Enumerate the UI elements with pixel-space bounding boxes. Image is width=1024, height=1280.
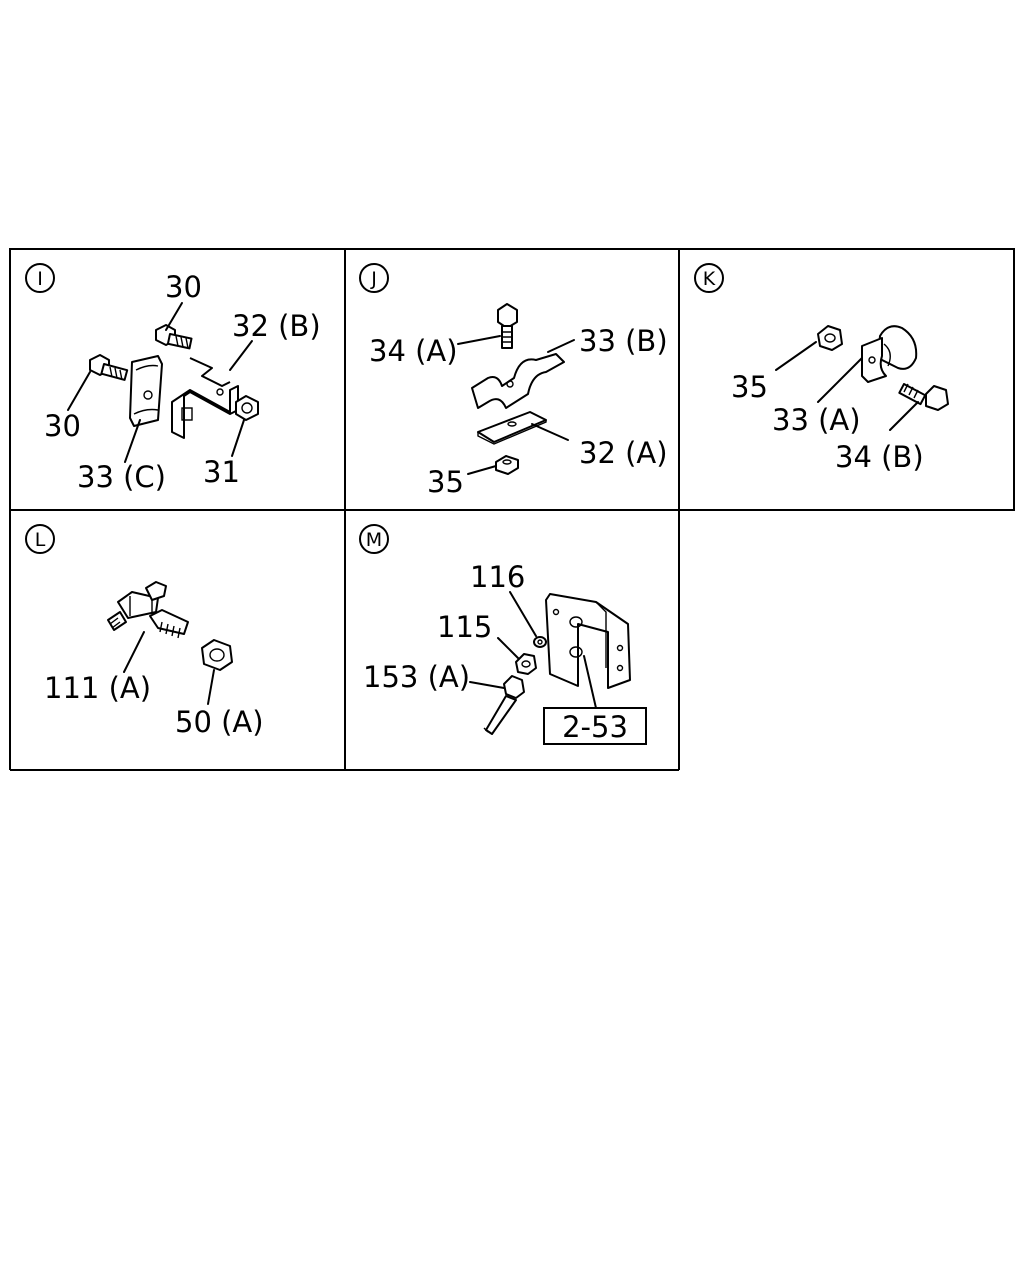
plate-icon [477, 411, 547, 445]
label-bolt-30-left: 30 [44, 409, 81, 443]
reference-2-53[interactable]: 2-53 [562, 710, 628, 744]
clip-icon [471, 353, 565, 409]
panel-k-marker: K [703, 268, 716, 290]
clip-icon [861, 325, 918, 383]
label-bracket-32b: 32 (B) [232, 309, 321, 343]
nut-icon [817, 325, 843, 351]
diagram-grid [9, 248, 1015, 771]
panel-k: K 35 33 (A) 34 (B) [694, 263, 949, 474]
nut-icon [235, 395, 259, 421]
bolt-icon [898, 383, 949, 411]
label-bolt-34a: 34 (A) [369, 334, 458, 368]
connector-icon [107, 581, 189, 639]
label-nut-35-j: 35 [427, 465, 464, 499]
bolt-icon [483, 675, 525, 735]
label-nut-115: 115 [437, 610, 492, 644]
label-nut-31: 31 [203, 455, 240, 489]
bracket-icon [545, 593, 631, 689]
label-bolt-34b: 34 (B) [835, 440, 924, 474]
label-plate-32a: 32 (A) [579, 436, 668, 470]
nut-icon [201, 639, 233, 671]
label-bolt-153a: 153 (A) [363, 660, 470, 694]
bolt-icon [155, 324, 193, 350]
panel-i: I [25, 263, 321, 494]
label-washer-116: 116 [470, 560, 525, 594]
label-clip-33a: 33 (A) [772, 403, 861, 437]
panel-l-marker: L [35, 529, 46, 551]
bolt-icon [497, 303, 518, 349]
label-nut-50a: 50 (A) [175, 705, 264, 739]
panel-l: L 111 (A) 50 (A) [25, 524, 264, 739]
panel-i-marker: I [37, 268, 43, 290]
bracket-icon [171, 357, 239, 439]
label-clip-33b: 33 (B) [579, 324, 668, 358]
nut-icon [495, 455, 519, 475]
nut-icon [515, 653, 537, 675]
label-nut-35-k: 35 [731, 370, 768, 404]
panel-j: J 34 (A) 33 (B) 32 (A) 35 [359, 263, 668, 499]
label-connector-111a: 111 (A) [44, 671, 151, 705]
washer-icon [533, 636, 547, 648]
panel-j-marker: J [370, 268, 377, 290]
clip-icon [129, 355, 163, 427]
bolt-icon [89, 354, 129, 381]
panel-m: M [359, 524, 647, 745]
panel-m-marker: M [366, 529, 382, 551]
label-clip-33c: 33 (C) [77, 460, 166, 494]
label-bolt-30-top: 30 [165, 270, 202, 304]
